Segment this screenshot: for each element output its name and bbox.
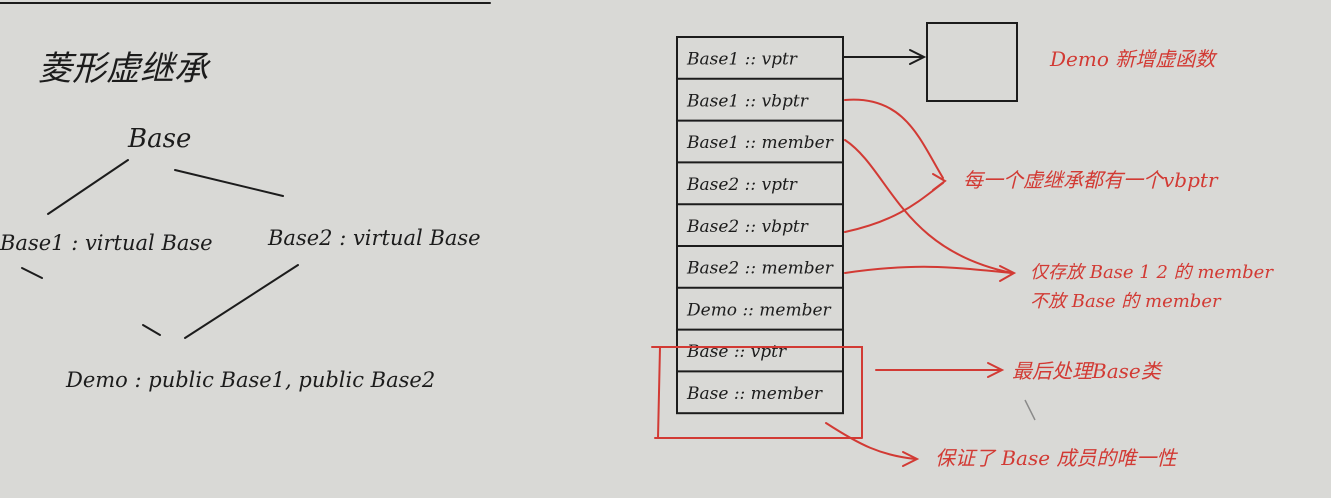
layout-row-label: Base1 :: member xyxy=(686,133,834,153)
edge-base-to-base2 xyxy=(174,169,284,197)
note-base-last: 最后处理Base类 xyxy=(1012,359,1163,383)
layout-row-label: Base1 :: vbptr xyxy=(686,91,809,111)
edge-base1-tick xyxy=(21,267,43,279)
layout-row-label: Base :: vptr xyxy=(686,342,787,362)
arrowhead-member xyxy=(999,265,1017,282)
diagram-title: 菱形虚继承 xyxy=(38,49,211,89)
note-vbptr: 每一个虚继承都有一个vbptr xyxy=(963,168,1219,192)
arrow-base2-vbptr xyxy=(844,182,944,233)
layout-row-label: Base2 :: member xyxy=(686,259,834,279)
note-unique: 保证了 Base 成员的唯一性 xyxy=(935,446,1178,470)
edge-base-to-base1 xyxy=(47,159,129,215)
vptr-arrowhead xyxy=(909,49,927,65)
layout-table-frame xyxy=(676,36,844,415)
arrowhead-vbptr xyxy=(932,173,947,191)
arrow-base-member xyxy=(825,422,916,460)
layout-row-label: Base1 :: vptr xyxy=(686,50,798,70)
node-base: Base xyxy=(127,124,191,154)
pencil-mark xyxy=(1024,399,1036,421)
arrow-base1-member xyxy=(844,139,1013,274)
edge-base2-to-demo xyxy=(184,264,299,339)
note-vtable: Demo 新增虚函数 xyxy=(1049,47,1218,71)
layout-row-label: Base :: member xyxy=(686,384,823,404)
layout-row-label: Base2 :: vptr xyxy=(686,175,798,195)
edge-base1-to-demo xyxy=(142,324,161,336)
vtable-box xyxy=(926,22,1018,102)
note-member-1: 仅存放 Base 1 2 的 member xyxy=(1030,262,1274,283)
node-base2: Base2 : virtual Base xyxy=(267,226,481,250)
layout-row-label: Demo :: member xyxy=(686,300,832,320)
arrow-base1-vbptr xyxy=(844,98,944,179)
node-base1: Base1 : virtual Base xyxy=(0,231,213,255)
note-member-2: 不放 Base 的 member xyxy=(1030,291,1222,312)
arrowhead-base-last xyxy=(987,362,1005,378)
base-part-bracket xyxy=(651,346,863,439)
arrowhead-base-member xyxy=(902,451,920,467)
layout-row-label: Base2 :: vbptr xyxy=(686,217,809,237)
arrow-base2-member xyxy=(844,265,1013,274)
node-demo: Demo : public Base1, public Base2 xyxy=(65,368,435,392)
